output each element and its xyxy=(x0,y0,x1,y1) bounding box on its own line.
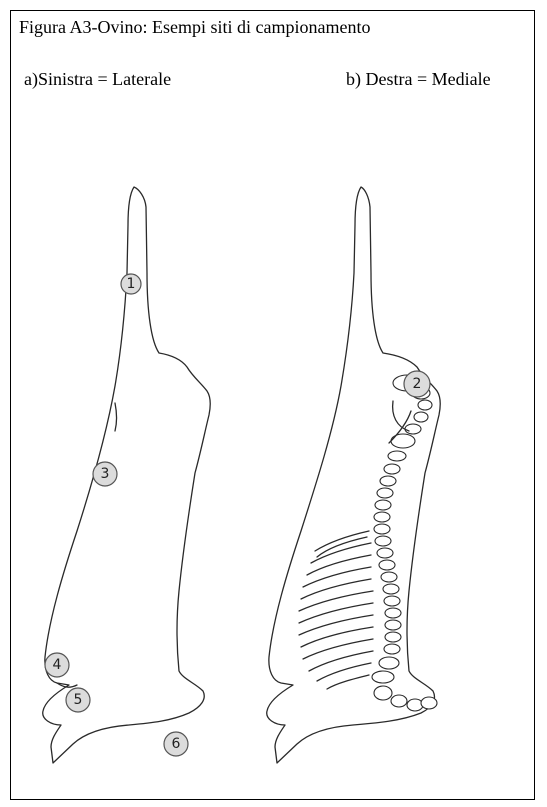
sample-site-4-marker: 4 xyxy=(45,653,69,677)
sample-site-1-marker: 1 xyxy=(121,274,141,294)
left-carcass-outline xyxy=(43,187,211,763)
figure-frame: Figura A3-Ovino: Esempi siti di campiona… xyxy=(10,10,535,800)
right-carcass-outline xyxy=(267,187,441,763)
sample-site-6-number: 6 xyxy=(172,736,181,752)
sample-site-1-number: 1 xyxy=(127,276,136,292)
sample-site-2-number: 2 xyxy=(413,376,422,392)
sample-site-5-number: 5 xyxy=(74,692,83,708)
carcass-illustrations: 1 2 3 4 5 6 xyxy=(11,11,536,801)
sample-site-5-marker: 5 xyxy=(66,688,90,712)
sample-site-6-marker: 6 xyxy=(164,732,188,756)
spine-vertebrae xyxy=(372,375,437,711)
sample-site-3-number: 3 xyxy=(101,466,110,482)
ribs xyxy=(299,531,373,689)
sample-site-4-number: 4 xyxy=(53,657,62,673)
sample-site-3-marker: 3 xyxy=(93,462,117,486)
sample-site-2-marker: 2 xyxy=(404,371,430,397)
